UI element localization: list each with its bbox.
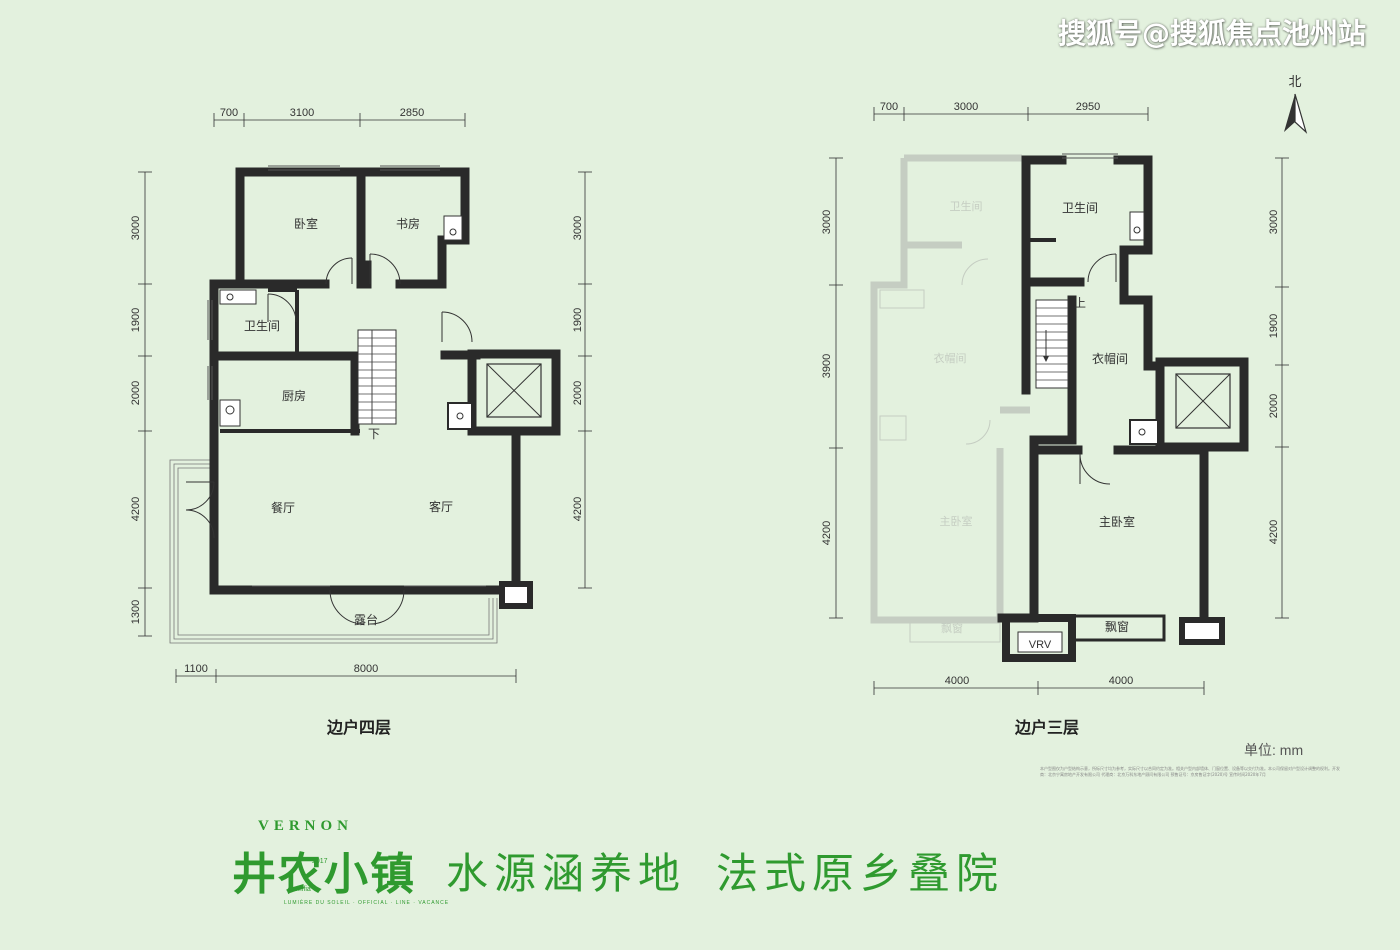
fixtures-fourth xyxy=(219,215,463,427)
ghost-walls xyxy=(870,154,1030,624)
dim3-top-3: 2950 xyxy=(1076,101,1100,113)
brand-year: 2017 xyxy=(312,858,328,865)
dim3-left-3: 4200 xyxy=(821,521,833,545)
dim3-right-3: 2000 xyxy=(1268,394,1280,418)
north-label: 北 xyxy=(1288,75,1301,90)
unit-label: 单位: mm xyxy=(1244,742,1304,758)
dim-left-4: 4200 xyxy=(130,497,142,521)
room-terrace: 露台 xyxy=(354,612,378,627)
elevator-fourth xyxy=(447,349,561,436)
dim3-left-1: 3000 xyxy=(821,210,833,234)
room3-bay: 飘窗 xyxy=(1105,620,1129,634)
plan-fourth-floor: 700 3100 2850 3000 1900 2000 4200 1300 3… xyxy=(130,107,592,683)
dim3-left-2: 3900 xyxy=(821,354,833,378)
ghost-master: 主卧室 xyxy=(940,514,973,528)
north-arrow-icon: 北 xyxy=(1284,75,1308,134)
dim-left-2: 1900 xyxy=(130,308,142,332)
room3-vrv: VRV xyxy=(1029,639,1052,651)
windows-fourth xyxy=(207,165,486,587)
room3-master: 主卧室 xyxy=(1099,514,1135,529)
dim3-top-1: 700 xyxy=(880,101,898,113)
dim3-bottom-1: 4000 xyxy=(945,675,969,687)
ghost-bathroom: 卫生间 xyxy=(950,199,983,213)
brand-tagline: LUMIÈRE DU SOLEIL · OFFICIAL · LINE · VA… xyxy=(284,900,450,906)
room-living: 客厅 xyxy=(429,499,453,514)
bay-window-third xyxy=(1002,614,1225,662)
doors-third xyxy=(1079,253,1117,485)
slogan-part-2: 法式原乡叠院 xyxy=(716,849,1005,898)
room-bedroom: 卧室 xyxy=(294,216,318,231)
dimension-labels: 700 3100 2850 3000 1900 2000 4200 1300 3… xyxy=(130,107,584,675)
ghost-closet: 衣帽间 xyxy=(934,351,967,365)
title-fourth-floor: 边户四层 xyxy=(327,718,392,737)
dim3-right-2: 1900 xyxy=(1268,314,1280,338)
thin-walls-fourth xyxy=(220,288,360,433)
dim-left-1: 3000 xyxy=(130,216,142,240)
ghost-details xyxy=(879,258,1001,643)
dimension-lines-third xyxy=(829,107,1289,695)
doors-fourth xyxy=(185,253,473,625)
dim-top-1: 700 xyxy=(220,107,238,119)
plan-third-floor: 700 3000 2950 3000 3900 4200 3000 1900 2… xyxy=(821,101,1289,695)
dim-bottom-1: 1100 xyxy=(184,663,208,675)
stair-up-label: 上 xyxy=(1074,296,1086,310)
dimension-lines xyxy=(138,113,592,683)
windows-third xyxy=(1062,153,1118,159)
dim3-bottom-2: 4000 xyxy=(1109,675,1133,687)
room-study: 书房 xyxy=(396,216,420,231)
slogan: 水源涵养地法式原乡叠院 xyxy=(446,840,1034,901)
watermark-text: 搜狐号@搜狐焦点池州站 xyxy=(1057,17,1366,50)
room3-closet: 衣帽间 xyxy=(1092,351,1128,366)
dim-left-5: 1300 xyxy=(130,600,142,624)
disclaimer-text: 本户型图仅为户型结构示意，所标尺寸均为参考，实际尺寸以合同约定为准。相关户型内部… xyxy=(1040,766,1340,777)
slogan-part-1: 水源涵养地 xyxy=(446,849,687,898)
dim3-right-1: 3000 xyxy=(1268,210,1280,234)
dim-right-3: 2000 xyxy=(572,381,584,405)
room3-bathroom: 卫生间 xyxy=(1062,201,1098,215)
elevator-third xyxy=(1129,357,1249,452)
stair-third xyxy=(1035,299,1069,389)
room-kitchen: 厨房 xyxy=(282,388,306,403)
title-third-floor: 边户三层 xyxy=(1015,718,1080,737)
dim-bottom-2: 8000 xyxy=(354,663,378,675)
dim-right-1: 3000 xyxy=(572,216,584,240)
stair-down-label: 下 xyxy=(368,427,380,441)
dim3-top-2: 3000 xyxy=(954,101,978,113)
walls-third xyxy=(997,155,1209,623)
brand-logo-text: VERNON xyxy=(258,818,354,834)
stair-fourth xyxy=(357,329,397,425)
brand-sub: Mifia xyxy=(296,886,311,893)
dim-top-3: 2850 xyxy=(400,107,424,119)
ghost-bay: 飘窗 xyxy=(941,621,963,635)
dim-right-4: 4200 xyxy=(572,497,584,521)
brand-name: 井农小镇 xyxy=(232,849,416,900)
terrace-rail xyxy=(169,459,498,644)
fixtures-third xyxy=(1129,211,1145,241)
room-bathroom: 卫生间 xyxy=(244,319,280,333)
dim-left-3: 2000 xyxy=(130,381,142,405)
room-dining: 餐厅 xyxy=(271,500,295,515)
dim3-right-4: 4200 xyxy=(1268,520,1280,544)
dim-top-2: 3100 xyxy=(290,107,314,119)
dim-right-2: 1900 xyxy=(572,308,584,332)
